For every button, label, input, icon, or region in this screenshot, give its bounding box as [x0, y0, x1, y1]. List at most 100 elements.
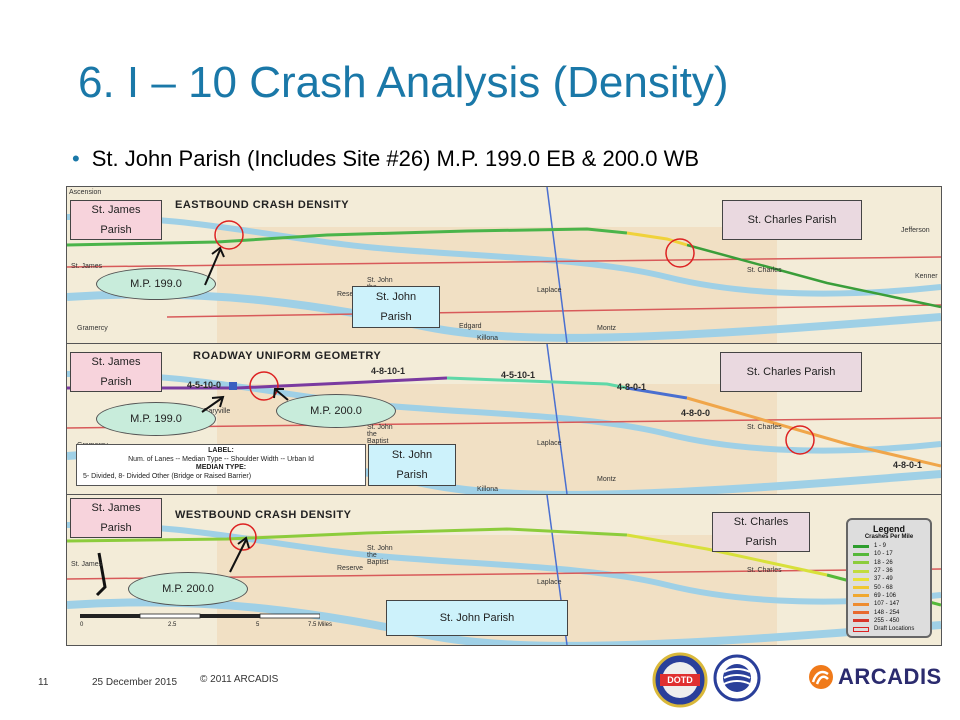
pointer-arrows-geo [201, 388, 289, 413]
footer-date: 25 December 2015 [92, 677, 178, 688]
st-john-parish-box-eb: St. John Parish [352, 286, 440, 328]
place-reserve: Reserve [337, 291, 364, 298]
route-code-1: 4-5-10-0 [187, 380, 222, 390]
bullet-label: St. John Parish (Includes Site #26) M.P.… [91, 146, 700, 171]
place-laplace-2: Laplace [537, 440, 562, 447]
route-code-5: 4-8-0-0 [681, 408, 711, 418]
legend-label: 18 - 26 [874, 559, 893, 566]
label-key-line1: LABEL: [208, 447, 234, 454]
place-gramercy: Gramercy [77, 325, 108, 332]
mp-bubble-wb-200: M.P. 200.0 [128, 572, 248, 606]
label-key-line2: Num. of Lanes -- Median Type -- Shoulder… [128, 455, 314, 463]
geometry-label-key: LABEL: Num. of Lanes -- Median Type -- S… [76, 444, 366, 486]
place-edgard: Edgard [459, 323, 482, 330]
mp-bubble-eb-199: M.P. 199.0 [96, 268, 216, 300]
legend-label: 255 - 450 [874, 617, 900, 624]
legend-row: 69 - 106 [853, 592, 925, 600]
legend-row: Draft Locations [853, 625, 925, 633]
footer-copyright: © 2011 ARCADIS [200, 674, 279, 685]
place-st-john-baptist-2: St. John the Baptist [367, 424, 393, 445]
scale-tick-2: 5 [256, 622, 260, 628]
legend-title: Legend [872, 524, 905, 534]
legend-label: 50 - 68 [874, 584, 893, 591]
legend-swatch [853, 552, 869, 556]
legend-row: 27 - 36 [853, 567, 925, 575]
panel-heading-westbound: WESTBOUND CRASH DENSITY [175, 509, 352, 521]
dotd-logo-text: DOTD [667, 675, 693, 685]
slide-title: 6. I – 10 Crash Analysis (Density) [78, 58, 729, 107]
map-background-eastbound [67, 187, 941, 343]
legend-swatch [853, 577, 869, 581]
route-code-4: 4-8-0-1 [617, 382, 647, 392]
st-james-parish-box-geo: St. James Parish [70, 352, 162, 392]
route-code-3: 4-5-10-1 [501, 370, 536, 380]
place-laplace-3: Laplace [537, 579, 562, 586]
route-code-6: 4-8-0-1 [893, 460, 923, 470]
place-jefferson: Jefferson [901, 227, 930, 234]
place-kenner: Kenner [915, 273, 938, 280]
legend-swatch [853, 544, 869, 548]
place-montz-2: Montz [597, 476, 617, 483]
pointer-arrow-eb [204, 246, 225, 286]
legend-label: 1 - 9 [874, 543, 887, 550]
panel-heading-eastbound: EASTBOUND CRASH DENSITY [175, 199, 350, 211]
legend-row: 10 - 17 [853, 550, 925, 558]
mp-bubble-geo-199: M.P. 199.0 [96, 402, 216, 436]
place-st-james: St. James [71, 263, 103, 270]
legend-label: 107 - 147 [874, 601, 900, 608]
legend-swatch [853, 586, 869, 590]
route-code-2: 4-8-10-1 [371, 366, 406, 376]
scale-tick-3: 7.5 Miles [308, 622, 333, 628]
st-charles-parish-box-eb: St. Charles Parish [722, 200, 862, 240]
label-key-line4: 5- Divided, 8- Divided Other (Bridge or … [83, 472, 252, 480]
legend-swatch [853, 594, 869, 598]
place-st-james-3: St. James [71, 561, 103, 568]
legend-label: Draft Locations [874, 626, 915, 633]
scale-bar: 0 2.5 5 7.5 Miles [80, 612, 340, 630]
legend-row: 50 - 68 [853, 583, 925, 591]
legend-swatch [853, 611, 869, 615]
st-james-parish-box-eb: St. James Parish [70, 200, 162, 240]
place-killona: Killona [477, 335, 499, 342]
st-charles-parish-box-wb: St. Charles Parish [712, 512, 810, 552]
arcadis-logo: ARCADIS [808, 664, 942, 690]
legend-row: 1 - 9 [853, 542, 925, 550]
st-james-parish-box-wb: St. James Parish [70, 498, 162, 538]
legend-label: 27 - 36 [874, 568, 893, 575]
legend-row: 37 - 49 [853, 575, 925, 583]
legend-row: 148 - 254 [853, 608, 925, 616]
scale-bar-graphic [80, 613, 321, 619]
legend-swatch [853, 569, 869, 573]
place-montz: Montz [597, 325, 617, 332]
st-john-parish-box-wb: St. John Parish [386, 600, 568, 636]
legend-swatch-box [853, 626, 869, 632]
fhwa-logo-icon [713, 654, 761, 702]
place-reserve-3: Reserve [337, 565, 364, 572]
page-number: 11 [38, 677, 49, 688]
legend-subtitle: Crashes Per Mile [864, 534, 914, 540]
place-laplace: Laplace [537, 287, 562, 294]
legend-row: 255 - 450 [853, 617, 925, 625]
place-st-charles: St. Charles [747, 267, 782, 274]
legend-row: 18 - 26 [853, 559, 925, 567]
legend-swatch [853, 561, 869, 565]
scale-tick-1: 2.5 [168, 622, 177, 628]
panel-heading-geometry: ROADWAY UNIFORM GEOMETRY [193, 350, 382, 362]
bullet-text: • St. John Parish (Includes Site #26) M.P… [72, 146, 699, 172]
label-key-line3: MEDIAN TYPE: [195, 464, 247, 471]
place-st-charles-3: St. Charles [747, 567, 782, 574]
arcadis-logo-icon [809, 665, 833, 689]
dotd-logo-icon: DOTD [652, 652, 708, 708]
legend-label: 37 - 49 [874, 576, 893, 583]
legend-swatch [853, 602, 869, 606]
st-charles-parish-box-geo: St. Charles Parish [720, 352, 862, 392]
arcadis-wordmark: ARCADIS [838, 664, 942, 689]
legend-label: 10 - 17 [874, 551, 893, 558]
place-st-charles-2: St. Charles [747, 424, 782, 431]
place-killona-2: Killona [477, 486, 499, 493]
place-ascension: Ascension [69, 189, 102, 196]
legend-swatch [853, 619, 869, 623]
bullet-dot: • [72, 146, 80, 171]
crash-legend: Legend Crashes Per Mile 1 - 9 10 - 17 18… [846, 518, 932, 638]
place-garyville: Garyville [203, 408, 231, 415]
